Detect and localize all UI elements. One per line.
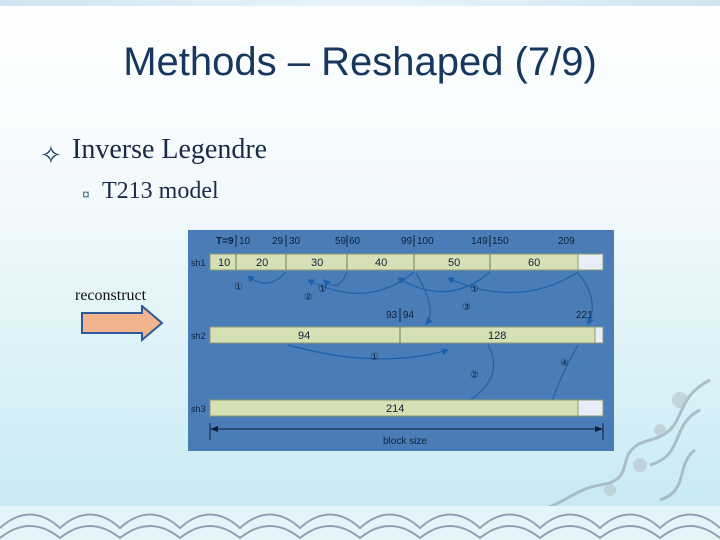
row-label-sh3: sh3 (191, 404, 206, 414)
bullet-level2: ¤ T213 model (82, 186, 90, 202)
top-label: 10 (239, 236, 251, 247)
top-decor-bar (0, 0, 720, 6)
sh2-bar (210, 327, 595, 343)
step-marker: ① (234, 282, 243, 293)
top-label: 209 (558, 236, 575, 247)
step-marker: ② (304, 292, 313, 303)
bullet-level1: ✧ Inverse Legendre (40, 140, 62, 171)
wave-footer-decoration (0, 506, 720, 540)
bullet-level2-text: T213 model (102, 178, 219, 205)
slide-title: Methods – Reshaped (7/9) (0, 40, 720, 85)
sh2-value: 128 (488, 330, 506, 342)
step-marker: ① (470, 284, 479, 295)
row-label-sh2: sh2 (191, 331, 206, 341)
diamond-bullet-icon: ✧ (40, 140, 62, 170)
dragon-decoration-icon (520, 370, 720, 520)
sh3-value: 214 (386, 403, 404, 415)
sh1-value: 30 (311, 257, 323, 269)
square-bullet-icon: ¤ (82, 186, 90, 202)
step-marker: ① (318, 284, 327, 295)
sh1-value: 60 (528, 257, 540, 269)
mid-label: 93 (386, 310, 398, 321)
top-label: 149 (471, 236, 488, 247)
top-label: 30 (289, 236, 301, 247)
sh1-value: 50 (448, 257, 460, 269)
step-marker: ④ (560, 358, 569, 369)
mid-label: 94 (403, 310, 415, 321)
top-label: 29 (272, 236, 284, 247)
step-marker: ① (370, 352, 379, 363)
sh2-empty (595, 327, 603, 343)
top-label: 59 (335, 236, 347, 247)
top-label: T=9 (216, 236, 234, 247)
top-label: 99 (401, 236, 413, 247)
step-marker: ② (470, 370, 479, 381)
sh2-value: 94 (298, 330, 310, 342)
right-arrow-icon (80, 305, 166, 350)
reconstruct-label: reconstruct (75, 287, 146, 305)
sh1-value: 20 (256, 257, 268, 269)
sh1-value: 40 (375, 257, 387, 269)
row-label-sh1: sh1 (191, 258, 206, 268)
bullet-level1-text: Inverse Legendre (72, 134, 267, 166)
top-label: 150 (492, 236, 509, 247)
block-size-label: block size (383, 436, 427, 447)
top-label: 60 (349, 236, 361, 247)
step-marker: ③ (462, 302, 471, 313)
sh1-empty (578, 254, 603, 270)
sh1-value: 10 (218, 257, 230, 269)
top-label: 100 (417, 236, 434, 247)
